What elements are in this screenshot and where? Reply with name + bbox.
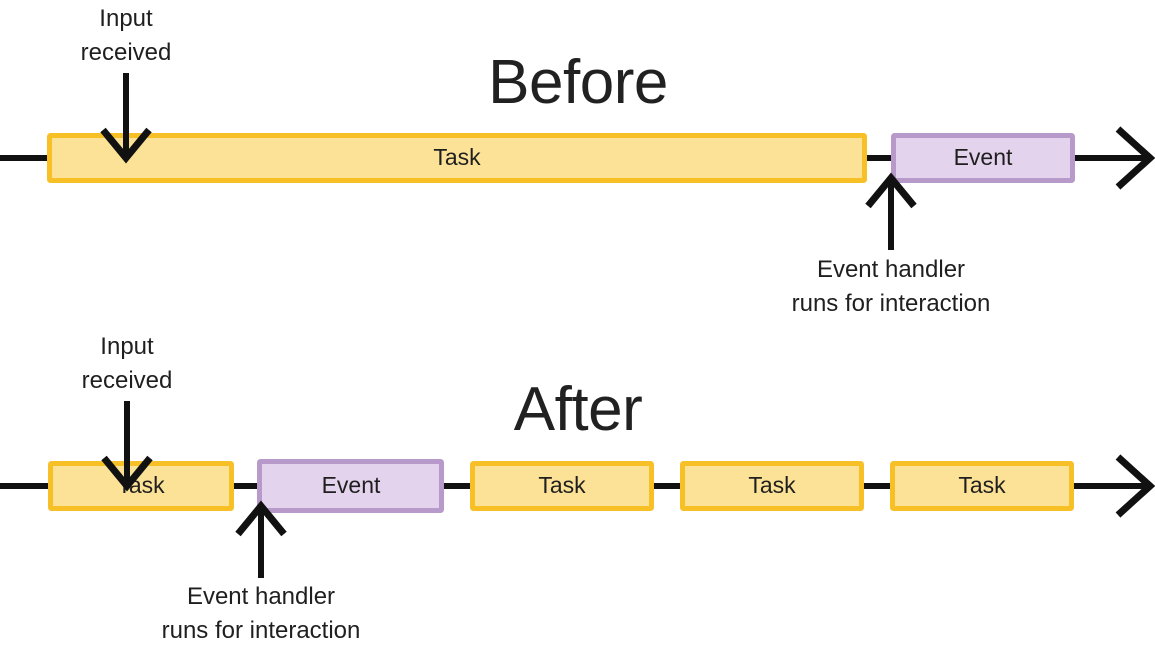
input-received-arrowhead-down-icon [101,455,153,492]
timeline-arrowhead-after-icon [1115,454,1155,518]
event-handler-line1: Event handler [187,583,335,610]
input-received-arrowhead-down-icon [100,127,152,164]
task-box-label: Task [958,472,1006,498]
event-handler-line1: Event handler [817,256,965,283]
section-before: Before Task Event Input received [0,5,1155,317]
section-title-before: Before [488,48,668,117]
block-after-task-2[interactable]: Task [470,461,654,511]
annotation-after-event-handler: Event handler runs for interaction [162,500,361,644]
section-title-after: After [514,375,642,444]
input-received-line2: received [82,367,173,394]
task-box-rect [680,461,864,511]
input-received-line1: Input [100,333,154,360]
event-box-label: Event [954,144,1013,170]
task-box-label: Task [748,472,796,498]
task-box-label: Task [433,144,481,170]
task-box-rect [890,461,1074,511]
section-after: After Task Event Task [0,333,1155,644]
event-handler-arrowhead-up-icon [235,500,287,537]
event-box-label: Event [322,472,381,498]
task-box-rect [470,461,654,511]
task-box-rect [47,133,867,183]
block-after-event[interactable]: Event [257,459,444,513]
task-box-label: Task [538,472,586,498]
input-received-line1: Input [99,5,153,32]
annotation-before-event-handler: Event handler runs for interaction [792,172,991,317]
event-handler-line2: runs for interaction [162,617,361,644]
block-before-task[interactable]: Task [47,133,867,183]
block-after-task-3[interactable]: Task [680,461,864,511]
event-handler-line2: runs for interaction [792,290,991,317]
event-box-rect [257,459,444,513]
input-received-line2: received [81,39,172,66]
event-handler-arrowhead-up-icon [865,172,917,209]
event-box-rect [891,133,1075,183]
annotation-before-input-received: Input received [81,5,172,164]
annotation-after-input-received: Input received [82,333,173,492]
block-after-task-4[interactable]: Task [890,461,1074,511]
block-before-event[interactable]: Event [891,133,1075,183]
timeline-arrowhead-before-icon [1115,126,1155,190]
